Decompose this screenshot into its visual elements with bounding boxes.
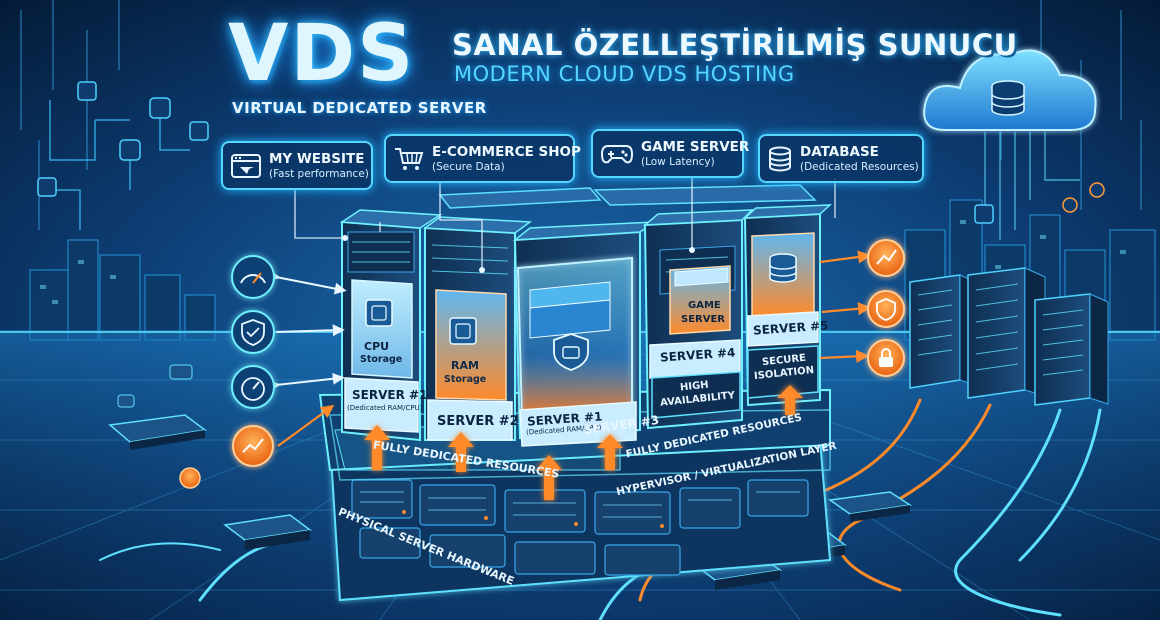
use-case-title: E-COMMERCE SHOP [432,143,581,160]
gauge-icon [231,365,275,409]
server-4-panel-game: GAME [688,300,721,311]
server-2-panel-ram: RAM [451,359,479,372]
use-case-subtitle: (Secure Data) [432,160,505,173]
gamepad-icon [601,142,633,166]
shield-icon [553,333,589,371]
speedometer-icon [231,255,275,299]
server-1-label: SERVER #1 [352,388,428,402]
cloud-database-icon [923,49,1097,131]
use-case-card-website: MY WEBSITE(Fast performance) [221,141,373,190]
use-case-title: GAME SERVER [641,138,750,155]
database-icon [769,253,797,283]
brand-title: VDS [228,9,416,99]
turkish-title: SANAL ÖZELLEŞTİRİLMİŞ SUNUCU [452,28,1018,62]
brand-subtitle: VIRTUAL DEDICATED SERVER [232,99,487,117]
use-case-subtitle: (Low Latency) [641,155,715,168]
shopping-cart-icon [394,146,424,172]
use-case-title: DATABASE [800,143,879,160]
shield-check-icon [231,310,275,354]
use-case-card-game: GAME SERVER(Low Latency) [591,129,749,178]
server-1-note: (Dedicated RAM/CPU) [347,404,423,412]
use-case-card-database: DATABASE(Dedicated Resources) [758,134,924,183]
server-1-panel-storage: Storage [360,354,403,365]
use-case-subtitle: (Dedicated Resources) [800,160,919,173]
english-title: MODERN CLOUD VDS HOSTING [454,62,795,86]
chart-up-icon [232,425,274,467]
shield-icon [867,290,905,328]
server-2-panel-storage: Storage [444,374,487,385]
server-2-label: SERVER #2 [437,414,519,429]
database-icon [768,146,792,172]
use-case-card-ecommerce: E-COMMERCE SHOP(Secure Data) [384,134,581,183]
use-case-subtitle: (Fast performance) [269,167,369,180]
use-case-title: MY WEBSITE [269,150,365,167]
server-4-panel-server: SERVER [681,314,726,325]
server-1-panel-cpu: CPU [364,340,390,353]
browser-window-icon [231,153,261,179]
